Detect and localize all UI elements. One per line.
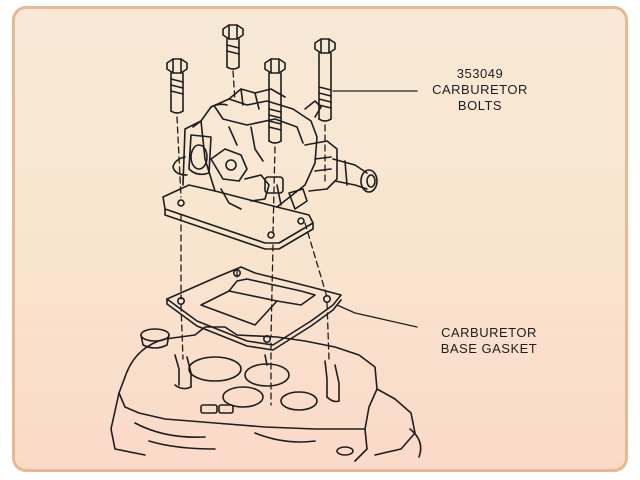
diagram-panel: 353049 CARBURETOR BOLTS CARBURETOR BASE …: [12, 6, 628, 472]
bolts-part-number: 353049: [456, 66, 504, 81]
carburetor-bolts: [166, 24, 336, 144]
intake-manifold: [110, 326, 422, 462]
bolts-label-line2: BOLTS: [457, 98, 503, 113]
gasket-label-line2: BASE GASKET: [440, 341, 538, 356]
carburetor-body: [162, 88, 378, 250]
bolts-callout: 353049 CARBURETOR BOLTS: [405, 66, 555, 114]
bolt-center: [264, 58, 286, 144]
bolt-back-left: [222, 24, 244, 70]
alignment-lines: [176, 70, 330, 406]
carburetor-exploded-diagram: [110, 24, 422, 462]
bolt-right: [314, 38, 336, 122]
carburetor-base-gasket: [166, 266, 342, 351]
gasket-leader-line: [336, 304, 418, 328]
gasket-callout: CARBURETOR BASE GASKET: [419, 325, 559, 357]
callout-leaders: [332, 90, 418, 328]
gasket-label-line1: CARBURETOR: [441, 325, 537, 340]
bolt-left: [166, 58, 188, 114]
bolts-label-line1: CARBURETOR: [432, 82, 528, 97]
